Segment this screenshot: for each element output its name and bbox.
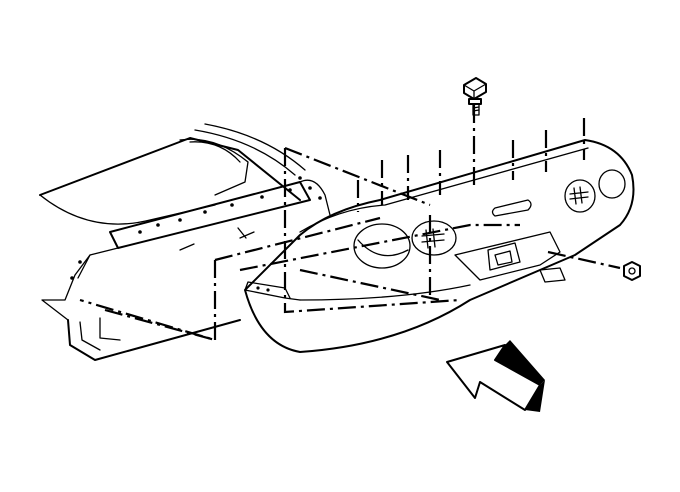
vehicle-rear-body: [39, 123, 331, 361]
direction-arrow: [446, 340, 545, 412]
rear-bumper-fascia: [244, 139, 635, 353]
fascia-bolt: [463, 77, 487, 116]
alignment-lines: [79, 105, 621, 342]
fascia-side-nut: [623, 261, 641, 281]
